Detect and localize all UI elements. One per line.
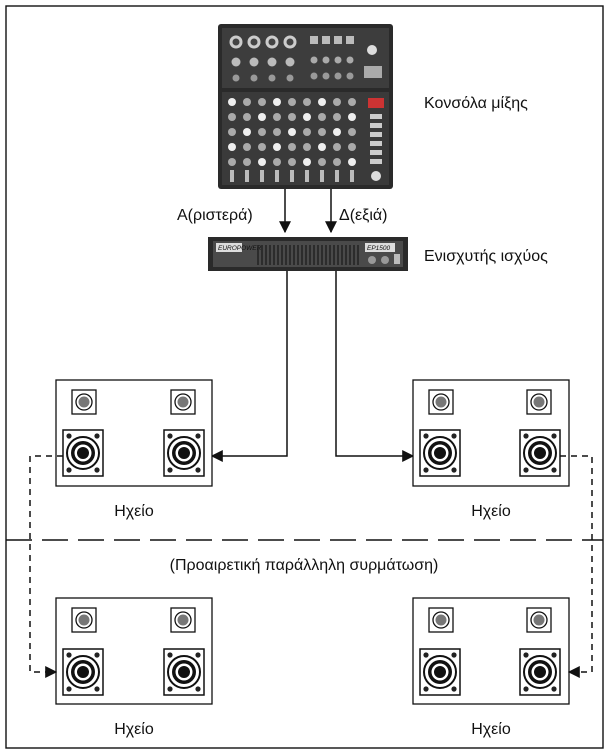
amp-model-text: EP1500 <box>367 245 391 252</box>
outer-frame <box>5 5 604 749</box>
amp-to-right-speaker-line <box>335 271 415 462</box>
speaker-bottom-right-label: Ηχείο <box>471 721 511 738</box>
speaker-bottom-left-label: Ηχείο <box>114 721 154 738</box>
optional-left-parallel-wire <box>29 455 63 678</box>
optional-wiring-label: (Προαιρετική παράλληλη συρμάτωση) <box>170 557 439 574</box>
speaker-top-right-label: Ηχείο <box>471 503 511 520</box>
speaker-top-left <box>55 379 213 487</box>
speaker-bottom-left <box>55 597 213 705</box>
speaker-top-left-label: Ηχείο <box>114 503 154 520</box>
amp-brand-text: EUROPOWER <box>218 245 262 252</box>
amp-to-left-speaker-line <box>210 271 288 462</box>
amplifier-label: Ενισχυτής ισχύος <box>424 248 548 265</box>
left-channel-label: Α(ριστερά) <box>177 207 253 224</box>
power-amplifier: EUROPOWER EP1500 <box>208 237 408 271</box>
right-channel-label: Δ(εξιά) <box>339 207 387 224</box>
optional-right-parallel-wire <box>560 455 593 678</box>
mixer-label: Κονσόλα μίξης <box>424 95 528 112</box>
speaker-bottom-right <box>412 597 570 705</box>
speaker-top-right <box>412 379 570 487</box>
mixer-console <box>218 24 393 189</box>
